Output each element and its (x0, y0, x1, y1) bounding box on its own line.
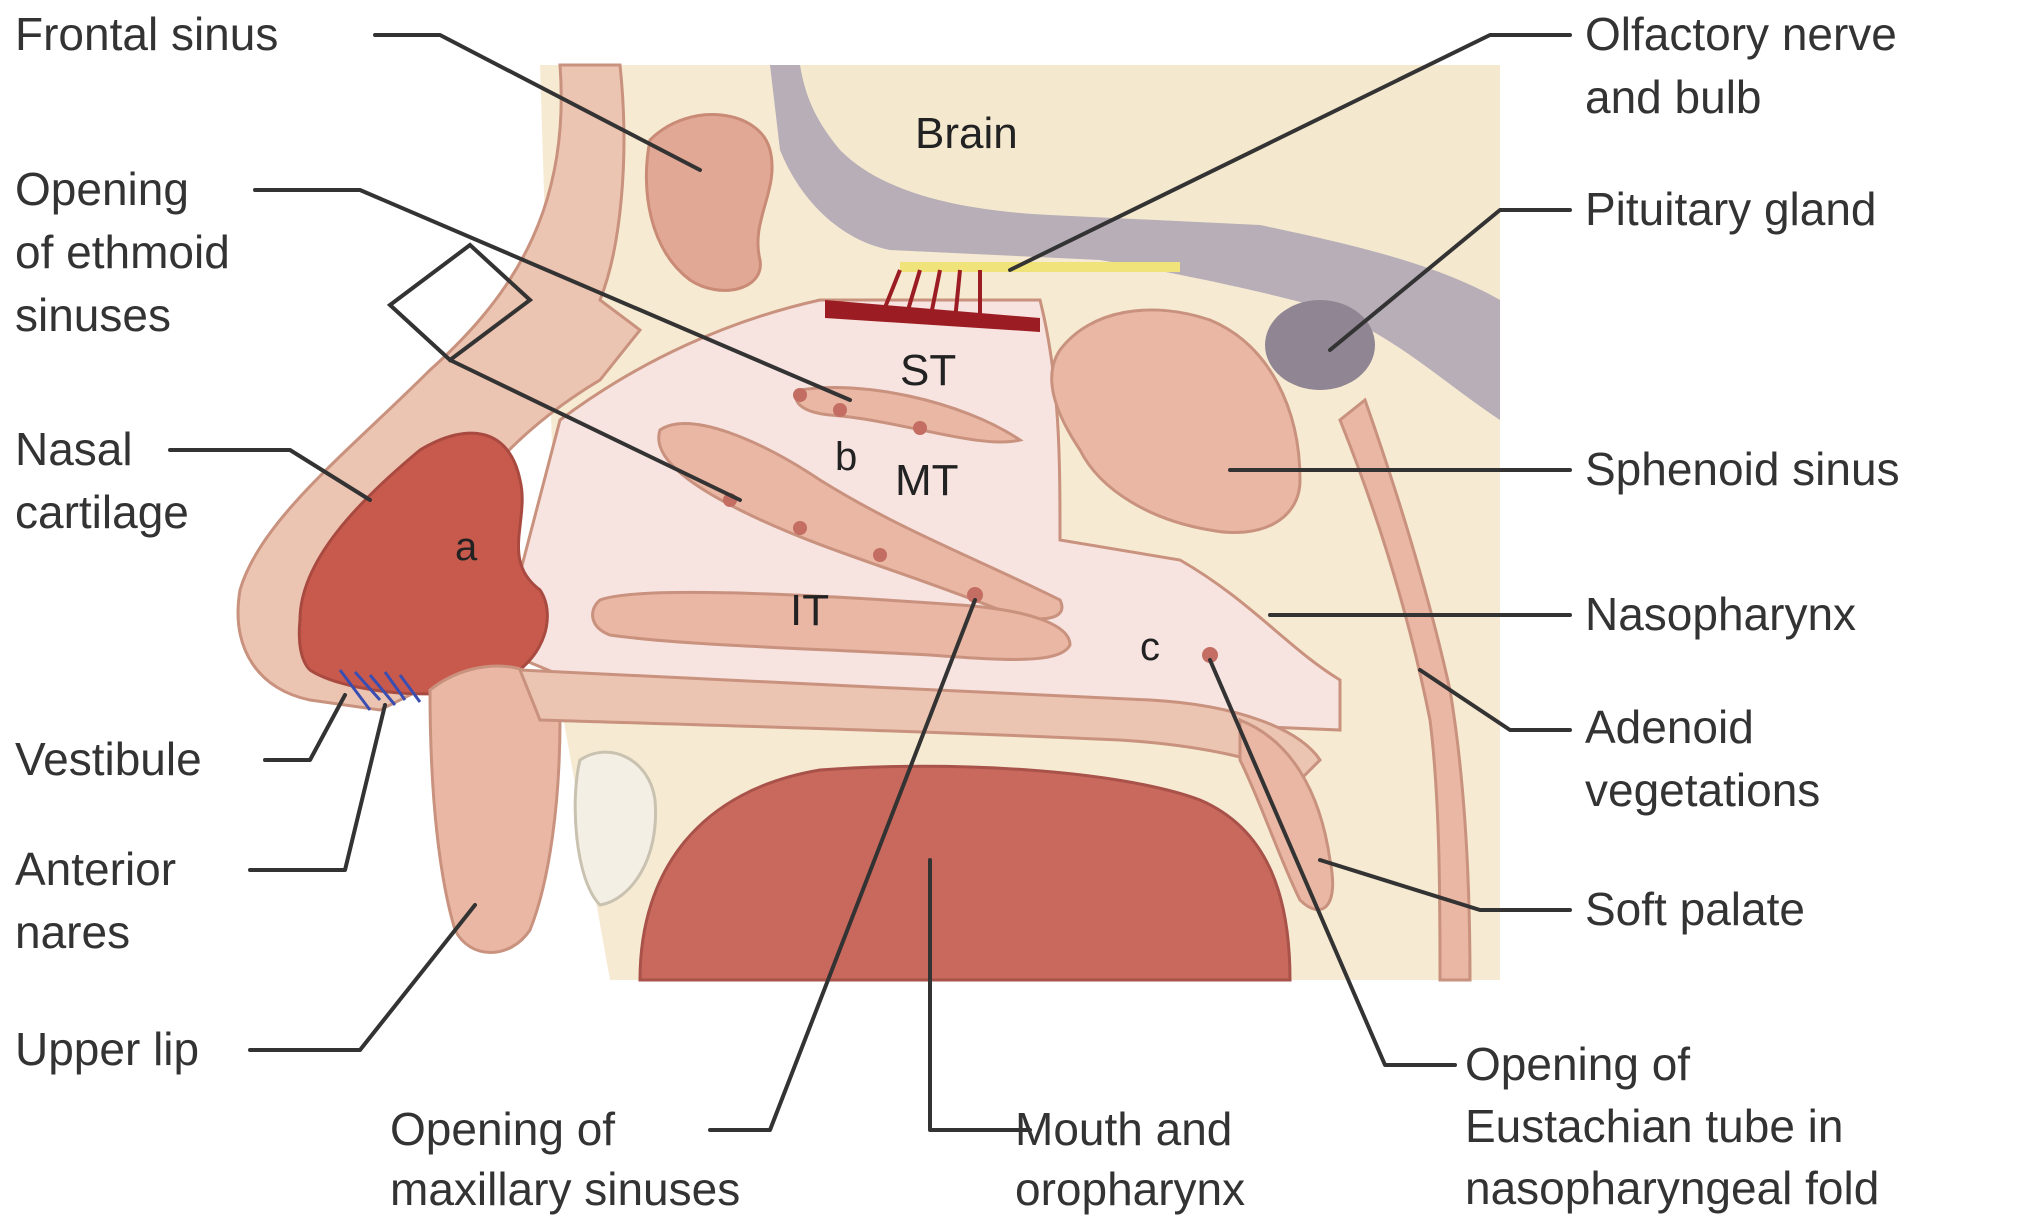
label-opening-ethmoid-3: sinuses (15, 289, 171, 341)
label-pituitary: Pituitary gland (1585, 183, 1877, 235)
label-eustachian-1: Opening of (1465, 1038, 1690, 1090)
tongue (640, 766, 1290, 980)
label-anterior-nares-2: nares (15, 906, 130, 958)
label-olfactory-2: and bulb (1585, 71, 1762, 123)
label-anterior-nares-1: Anterior (15, 843, 176, 895)
label-eustachian-3: nasopharyngeal fold (1465, 1162, 1879, 1214)
label-soft-palate: Soft palate (1585, 883, 1805, 935)
label-opening-ethmoid-2: of ethmoid (15, 226, 230, 278)
label-nasal-cartilage-1: Nasal (15, 423, 133, 475)
marker-a: a (455, 525, 478, 569)
label-adenoid-1: Adenoid (1585, 701, 1754, 753)
label-sphenoid: Sphenoid sinus (1585, 443, 1900, 495)
mt-label: MT (895, 456, 959, 505)
label-nasopharynx: Nasopharynx (1585, 588, 1856, 640)
brain-label: Brain (915, 109, 1018, 158)
label-frontal-sinus: Frontal sinus (15, 8, 278, 60)
label-eustachian-2: Eustachian tube in (1465, 1100, 1844, 1152)
label-nasal-cartilage-2: cartilage (15, 486, 189, 538)
label-vestibule: Vestibule (15, 733, 202, 785)
label-olfactory-1: Olfactory nerve (1585, 8, 1897, 60)
st-label: ST (900, 346, 956, 395)
label-upper-lip: Upper lip (15, 1023, 199, 1075)
it-label: IT (790, 586, 829, 635)
pituitary-gland (1265, 300, 1375, 390)
label-opening-ethmoid-1: Opening (15, 163, 189, 215)
marker-b: b (835, 435, 857, 479)
label-opening-maxillary-2: maxillary sinuses (390, 1163, 740, 1215)
label-mouth-oropharynx-1: Mouth and (1015, 1103, 1232, 1155)
marker-c: c (1140, 625, 1160, 669)
label-opening-maxillary-1: Opening of (390, 1103, 615, 1155)
olfactory-nerve (900, 262, 1180, 272)
label-mouth-oropharynx-2: oropharynx (1015, 1163, 1245, 1215)
label-adenoid-2: vegetations (1585, 764, 1820, 816)
